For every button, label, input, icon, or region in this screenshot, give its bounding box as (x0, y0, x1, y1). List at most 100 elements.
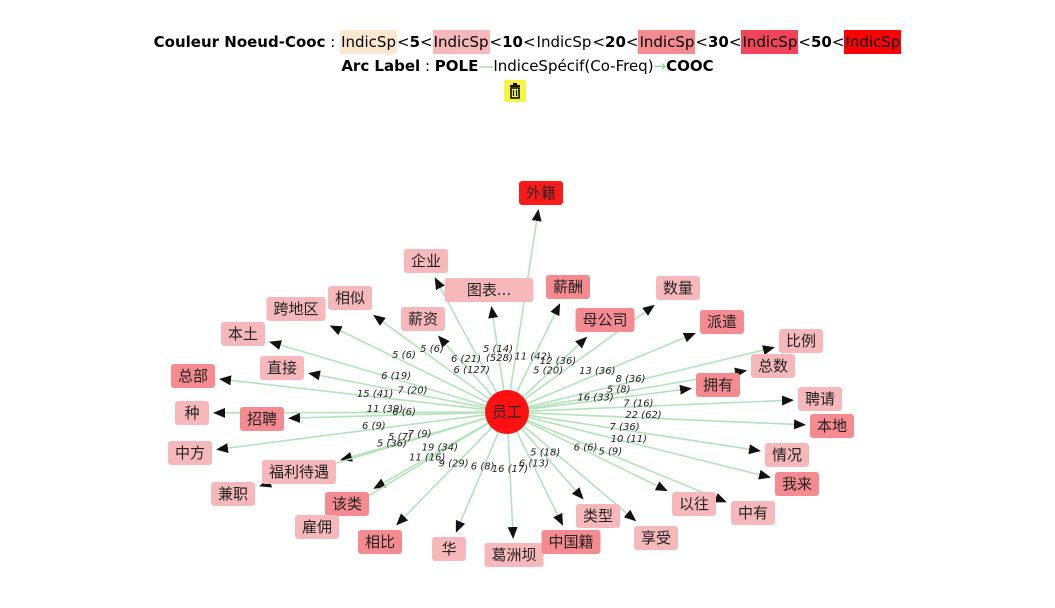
node-box[interactable] (266, 297, 326, 321)
graph-node[interactable]: 相似 (328, 286, 372, 310)
graph-node[interactable]: 中国籍 (541, 530, 601, 554)
graph-node[interactable]: 相比 (358, 530, 402, 554)
center-node[interactable]: 员工 (485, 390, 529, 434)
edge-label: 6 (13) (519, 459, 549, 470)
node-label: 我来 (782, 475, 812, 493)
node-box[interactable] (175, 401, 209, 425)
edge-label: 7 (9) (408, 429, 432, 440)
node-box[interactable] (404, 249, 448, 273)
graph-node[interactable]: 外籍 (519, 181, 563, 205)
node-box[interactable] (444, 278, 534, 302)
graph-node[interactable]: 兼职 (211, 482, 255, 506)
node-box[interactable] (546, 275, 590, 299)
node-label: 聘请 (805, 390, 835, 408)
legend-threshold: 50 (810, 33, 832, 51)
legend-threshold: 5 (409, 33, 420, 51)
graph-node[interactable]: 总部 (171, 364, 215, 388)
node-box[interactable] (775, 472, 819, 496)
graph-node[interactable]: 比例 (779, 329, 823, 353)
graph-node[interactable]: 本地 (810, 414, 854, 438)
node-box[interactable] (211, 482, 255, 506)
node-label: 葛洲坝 (491, 546, 536, 564)
node-box[interactable] (295, 515, 339, 539)
node-box[interactable] (696, 373, 740, 397)
legend: Couleur Noeud-Cooc : IndicSp<5<IndicSp<1… (0, 30, 1055, 78)
graph-node[interactable]: 华 (432, 537, 466, 561)
graph-node[interactable]: 总数 (751, 354, 795, 378)
graph-node[interactable]: 拥有 (696, 373, 740, 397)
node-box[interactable] (576, 504, 620, 528)
graph-node[interactable]: 薪资 (401, 307, 445, 331)
center-node-circle[interactable] (485, 390, 529, 434)
legend-threshold: 20 (605, 33, 626, 51)
graph-node[interactable]: 母公司 (575, 308, 635, 332)
node-box[interactable] (575, 308, 635, 332)
node-label: 外籍 (526, 184, 556, 202)
node-box[interactable] (240, 407, 284, 431)
node-box[interactable] (328, 286, 372, 310)
graph-node[interactable]: 派遣 (700, 310, 744, 334)
graph-node[interactable]: 情况 (765, 443, 809, 467)
graph-node[interactable]: 聘请 (798, 387, 842, 411)
graph-node[interactable]: 招聘 (240, 407, 284, 431)
node-box[interactable] (262, 460, 336, 484)
graph-node[interactable]: 图表... (444, 278, 534, 302)
graph-node[interactable]: 中方 (168, 441, 212, 465)
node-box[interactable] (401, 307, 445, 331)
node-label: 相比 (365, 533, 395, 551)
node-box[interactable] (541, 530, 601, 554)
node-box[interactable] (260, 356, 304, 380)
graph-node[interactable]: 雇佣 (295, 515, 339, 539)
graph-node[interactable]: 种 (175, 401, 209, 425)
node-box[interactable] (168, 441, 212, 465)
legend-swatch-5: IndicSp (741, 30, 799, 54)
graph-node[interactable]: 福利待遇 (262, 460, 336, 484)
edge-label: 11 (42) (514, 352, 550, 363)
edge (488, 306, 505, 393)
node-box[interactable] (325, 492, 369, 516)
node-box[interactable] (358, 530, 402, 554)
node-box[interactable] (731, 501, 775, 525)
node-box[interactable] (810, 414, 854, 438)
node-box[interactable] (634, 526, 678, 550)
edge-label: 5 (18) (530, 448, 560, 459)
node-label: 种 (184, 404, 199, 422)
node-legend-title: Couleur Noeud-Cooc (153, 33, 326, 51)
graph-node[interactable]: 类型 (576, 504, 620, 528)
graph-node[interactable]: 我来 (775, 472, 819, 496)
graph-node[interactable]: 直接 (260, 356, 304, 380)
node-box[interactable] (519, 181, 563, 205)
node-box[interactable] (798, 387, 842, 411)
trash-icon[interactable] (504, 80, 526, 102)
node-box[interactable] (765, 443, 809, 467)
node-box[interactable] (656, 276, 700, 300)
node-box[interactable] (171, 364, 215, 388)
edge (216, 413, 488, 454)
edge (524, 420, 668, 492)
edge-label: 19 (34) (422, 443, 458, 454)
node-box[interactable] (700, 310, 744, 334)
graph-node[interactable]: 薪酬 (546, 275, 590, 299)
graph-node[interactable]: 以往 (672, 492, 716, 516)
node-box[interactable] (432, 537, 466, 561)
graph-node[interactable]: 中有 (731, 501, 775, 525)
graph-node[interactable]: 本土 (221, 322, 265, 346)
graph-node[interactable]: 企业 (404, 249, 448, 273)
node-box[interactable] (779, 329, 823, 353)
graph-node[interactable]: 数量 (656, 276, 700, 300)
edge-label: 6 (9) (362, 421, 386, 432)
graph-node[interactable]: 享受 (634, 526, 678, 550)
edge (526, 384, 692, 411)
graph-node[interactable]: 葛洲坝 (484, 543, 544, 567)
node-box[interactable] (484, 543, 544, 567)
node-box[interactable] (221, 322, 265, 346)
arc-label-legend: Arc Label : POLE—IndiceSpécif(Co-Freq)→C… (341, 57, 714, 75)
node-box[interactable] (751, 354, 795, 378)
node-box[interactable] (672, 492, 716, 516)
graph-node[interactable]: 跨地区 (266, 297, 326, 321)
edge (373, 421, 491, 489)
node-label: 中有 (738, 504, 768, 522)
legend-swatch-6: IndicSp (844, 30, 902, 54)
graph-node[interactable]: 该类 (325, 492, 369, 516)
